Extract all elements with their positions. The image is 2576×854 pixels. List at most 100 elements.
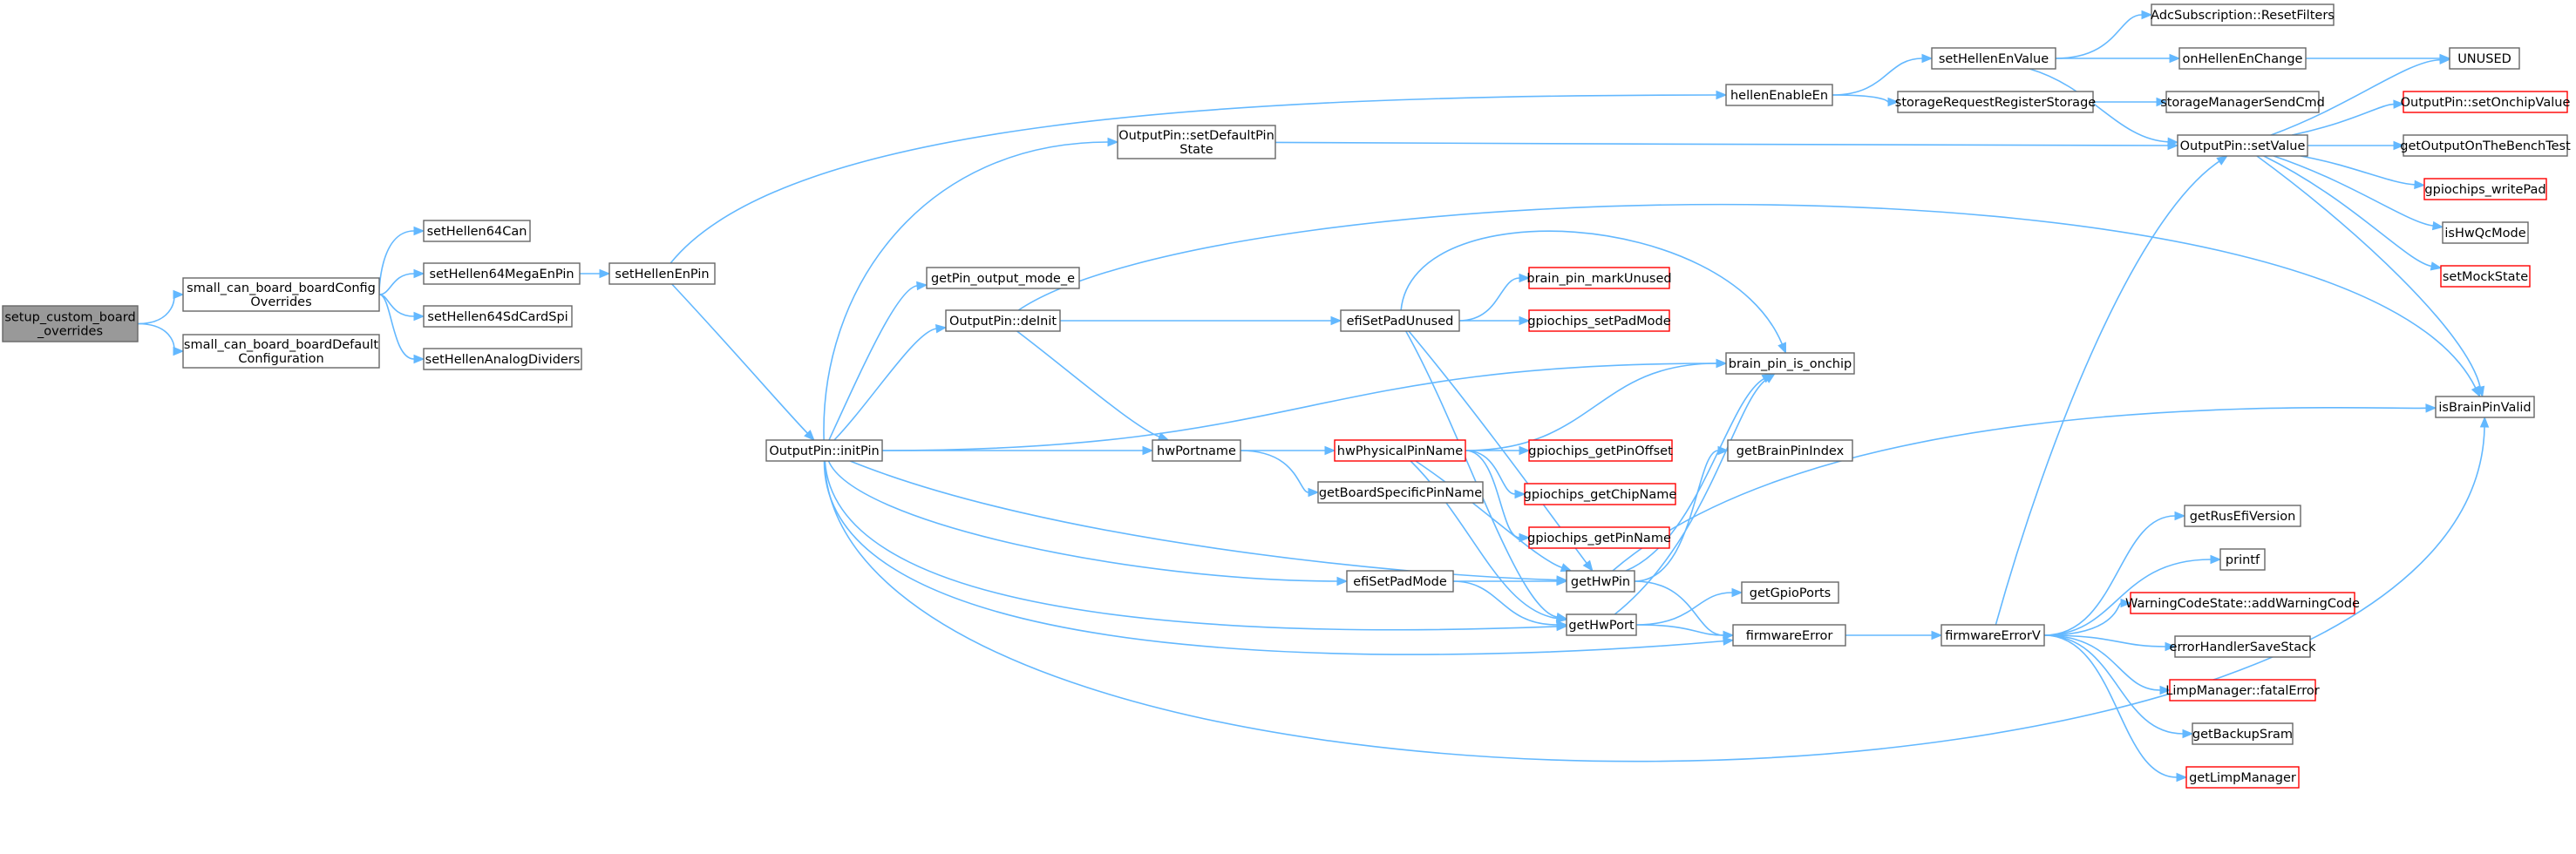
node-UNUSED[interactable]: UNUSED	[2449, 47, 2520, 70]
node-setMockState[interactable]: setMockState	[2440, 265, 2531, 288]
node-LimpManager_fatalError[interactable]: LimpManager::fatalError	[2165, 679, 2320, 702]
arrowhead-setup_custom_board_overrides-to-small_can_board_boardDefaultConfiguration	[173, 346, 185, 356]
node-label: printf	[2226, 553, 2260, 567]
node-firmwareErrorV[interactable]: firmwareErrorV	[1940, 624, 2045, 647]
node-box	[1897, 91, 2094, 113]
arrowhead-efiSetPadUnused-to-gpiochips_setPadMode	[1519, 315, 1531, 326]
node-label: setHellen64Can	[427, 225, 527, 239]
node-hwPhysicalPinName[interactable]: hwPhysicalPinName	[1334, 439, 1466, 462]
node-getBoardSpecificPinName[interactable]: getBoardSpecificPinName	[1317, 481, 1484, 504]
node-isBrainPinValid[interactable]: isBrainPinValid	[2435, 396, 2535, 418]
node-setHellen64Can[interactable]: setHellen64Can	[423, 220, 531, 242]
node-getOutputOnTheBenchTest[interactable]: getOutputOnTheBenchTest	[2400, 134, 2571, 157]
node-brain_pin_is_onchip[interactable]: brain_pin_is_onchip	[1725, 352, 1855, 375]
edge-setHellenEnPin-to-OutputPin_initPin	[671, 283, 808, 434]
node-WarningCodeState_addWarningCode[interactable]: WarningCodeState::addWarningCode	[2125, 592, 2360, 614]
node-gpiochips_getPinName[interactable]: gpiochips_getPinName	[1527, 526, 1671, 549]
arrowhead-hellenEnableEn-to-storageRequestRegisterStorage	[1887, 97, 1900, 107]
node-gpiochips_getPinOffset[interactable]: gpiochips_getPinOffset	[1528, 439, 1673, 462]
arrowhead-efiSetPadMode-to-getHwPin	[1556, 576, 1568, 586]
arrowhead-hwPortname-to-getBoardSpecificPinName	[1308, 487, 1320, 498]
edge-small_can_board_boardConfigOverrides-to-setHellenAnalogDividers	[378, 294, 415, 360]
node-getRusEfiVersion[interactable]: getRusEfiVersion	[2184, 505, 2301, 527]
node-getHwPort[interactable]: getHwPort	[1566, 613, 1637, 636]
arrowhead-OutputPin_setValue-to-gpiochips_writePad	[2414, 180, 2426, 190]
node-efiSetPadMode[interactable]: efiSetPadMode	[1346, 570, 1454, 593]
node-label: getRusEfiVersion	[2190, 510, 2296, 524]
node-box	[2, 305, 139, 342]
node-OutputPin_initPin[interactable]: OutputPin::initPin	[765, 439, 883, 462]
node-small_can_board_boardDefaultConfiguration[interactable]: small_can_board_boardDefaultConfiguratio…	[182, 334, 380, 369]
node-errorHandlerSaveStack[interactable]: errorHandlerSaveStack	[2170, 635, 2317, 658]
node-setHellenEnValue[interactable]: setHellenEnValue	[1931, 47, 2056, 70]
arrowhead-setHellenEnPin-to-OutputPin_initPin	[804, 430, 815, 441]
node-firmwareError[interactable]: firmwareError	[1732, 624, 1846, 647]
node-storageRequestRegisterStorage[interactable]: storageRequestRegisterStorage	[1895, 91, 2096, 113]
edge-OutputPin_setValue-to-setMockState	[2263, 155, 2432, 268]
node-getLimpManager[interactable]: getLimpManager	[2185, 766, 2300, 789]
arrowhead-getHwPort-to-brain_pin_is_onchip	[1764, 373, 1776, 383]
arrowhead-OutputPin_setValue-to-isHwQcMode	[2431, 220, 2444, 231]
arrowhead-OutputPin_setValue-to-getOutputOnTheBenchTest	[2393, 140, 2405, 151]
node-OutputPin_setOnchipValue[interactable]: OutputPin::setOnchipValue	[2401, 91, 2571, 113]
node-label: getLimpManager	[2189, 771, 2296, 785]
edge-firmwareErrorV-to-printf	[2043, 559, 2212, 636]
node-getPin_output_mode_e[interactable]: getPin_output_mode_e	[926, 267, 1080, 289]
node-setHellenEnPin[interactable]: setHellenEnPin	[608, 262, 716, 285]
node-getBackupSram[interactable]: getBackupSram	[2192, 722, 2294, 745]
node-setHellen64SdCardSpi[interactable]: setHellen64SdCardSpi	[423, 305, 573, 328]
node-isHwQcMode[interactable]: isHwQcMode	[2442, 221, 2529, 244]
node-label: hwPhysicalPinName	[1337, 444, 1464, 458]
node-getGpioPorts[interactable]: getGpioPorts	[1741, 581, 1839, 604]
node-label: AdcSubscription::ResetFilters	[2151, 9, 2335, 23]
node-hwPortname[interactable]: hwPortname	[1152, 439, 1241, 462]
edge-OutputPin_initPin-to-getHwPort	[824, 460, 1558, 631]
node-brain_pin_markUnused[interactable]: brain_pin_markUnused	[1526, 267, 1672, 289]
node-label: OutputPin::setValue	[2180, 139, 2306, 153]
edge-OutputPin_deInit-to-isBrainPinValid	[1017, 203, 2477, 389]
node-AdcSubscription_ResetFilters[interactable]: AdcSubscription::ResetFilters	[2151, 3, 2335, 26]
node-setup_custom_board_overrides[interactable]: setup_custom_board_overrides	[2, 305, 139, 342]
node-printf[interactable]: printf	[2219, 548, 2266, 571]
node-hellenEnableEn[interactable]: hellenEnableEn	[1725, 84, 1833, 106]
node-box	[2174, 635, 2311, 658]
node-box	[2442, 221, 2529, 244]
edge-efiSetPadUnused-to-getHwPin	[1408, 330, 1587, 564]
edge-OutputPin_initPin-to-brain_pin_is_onchip	[881, 363, 1717, 451]
node-label: gpiochips_writePad	[2424, 183, 2545, 197]
edge-firmwareErrorV-to-OutputPin_setValue	[1995, 160, 2220, 626]
arrowhead-small_can_board_boardConfigOverrides-to-setHellen64SdCardSpi	[413, 311, 425, 322]
node-box	[1346, 570, 1454, 593]
node-efiSetPadUnused[interactable]: efiSetPadUnused	[1340, 309, 1460, 332]
node-label: Overrides	[250, 295, 311, 309]
edge-OutputPin_setValue-to-OutputPin_setOnchipValue	[2292, 103, 2395, 136]
arrowhead-OutputPin_setValue-to-UNUSED	[2439, 55, 2451, 64]
node-setHellenAnalogDividers[interactable]: setHellenAnalogDividers	[423, 348, 582, 370]
node-OutputPin_deInit[interactable]: OutputPin::deInit	[945, 309, 1061, 332]
node-getBrainPinIndex[interactable]: getBrainPinIndex	[1727, 439, 1853, 462]
arrowhead-efiSetPadUnused-to-getHwPort	[1555, 612, 1568, 622]
node-label: onHellenEnChange	[2183, 52, 2303, 66]
node-label: storageRequestRegisterStorage	[1895, 96, 2096, 110]
nodes-layer: setup_custom_board_overrides small_can_bo…	[2, 3, 2571, 789]
node-OutputPin_setValue[interactable]: OutputPin::setValue	[2177, 134, 2308, 157]
node-setHellen64MegaEnPin[interactable]: setHellen64MegaEnPin	[423, 262, 581, 285]
node-label: setHellenAnalogDividers	[425, 353, 581, 367]
node-label: getPin_output_mode_e	[931, 272, 1075, 286]
node-storageManagerSendCmd[interactable]: storageManagerSendCmd	[2160, 91, 2325, 113]
arrowhead-hwPhysicalPinName-to-gpiochips_getChipName	[1514, 489, 1526, 499]
node-box	[2403, 134, 2568, 157]
node-gpiochips_writePad[interactable]: gpiochips_writePad	[2423, 178, 2547, 200]
node-box	[1528, 267, 1670, 289]
node-gpiochips_getChipName[interactable]: gpiochips_getChipName	[1524, 483, 1677, 505]
node-gpiochips_setPadMode[interactable]: gpiochips_setPadMode	[1527, 309, 1671, 332]
node-onHellenEnChange[interactable]: onHellenEnChange	[2178, 47, 2307, 70]
node-label: brain_pin_markUnused	[1526, 272, 1671, 286]
node-label: firmwareErrorV	[1945, 629, 2041, 643]
node-label: errorHandlerSaveStack	[2170, 640, 2317, 654]
node-label: brain_pin_is_onchip	[1729, 357, 1852, 371]
node-getHwPin[interactable]: getHwPin	[1566, 570, 1635, 593]
